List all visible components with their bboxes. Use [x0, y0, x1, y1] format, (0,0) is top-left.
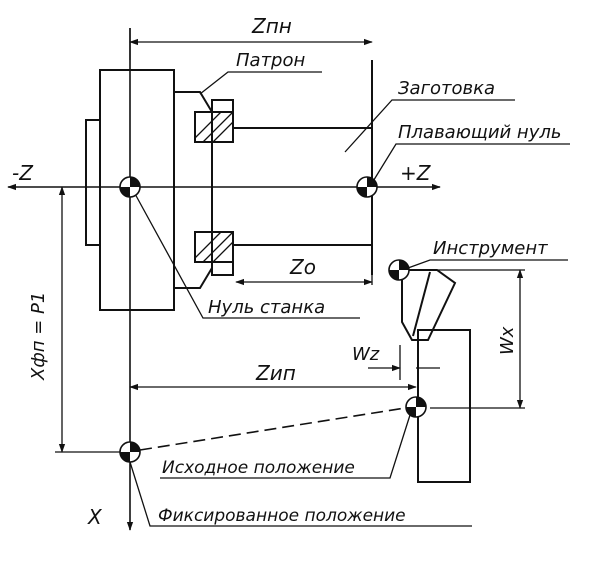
z-o-dimension: [235, 265, 373, 286]
travel-path-dashed: [139, 407, 406, 451]
label-patron: Патрон: [236, 50, 305, 71]
floating-zero-symbol: [356, 176, 378, 198]
x-fp-dimension: [55, 186, 130, 453]
label-w-x: Wx: [497, 326, 518, 355]
label-z-o: Zо: [289, 255, 316, 279]
workpiece: [233, 60, 373, 275]
label-z-pn: Zпн: [251, 14, 292, 38]
label-z-ip: Zип: [255, 361, 296, 385]
label-x-axis: X: [87, 505, 103, 529]
w-x-dimension: [430, 269, 525, 409]
label-zagotovka: Заготовка: [398, 78, 495, 99]
label-x-fp: Xфп = P1: [28, 292, 49, 381]
w-z-dimension: [368, 345, 440, 380]
leader-lines: [129, 71, 570, 527]
fixed-position-symbol: [119, 441, 141, 463]
label-plus-z: +Z: [400, 161, 432, 185]
label-instrument: Инструмент: [433, 238, 548, 259]
label-w-z: Wz: [352, 344, 380, 365]
chuck-body: [85, 69, 234, 311]
label-initial-position: Исходное положение: [162, 458, 355, 478]
initial-position-symbol: [405, 396, 427, 418]
tool-point-symbol: [388, 259, 410, 281]
label-fixed-position: Фиксированное положение: [158, 506, 406, 526]
label-machine-zero: Нуль станка: [208, 297, 325, 318]
machine-zero-symbol: [119, 176, 141, 198]
label-floating-zero: Плавающий нуль: [398, 122, 561, 143]
label-minus-z: -Z: [12, 161, 34, 185]
tool-assembly: [401, 269, 525, 483]
